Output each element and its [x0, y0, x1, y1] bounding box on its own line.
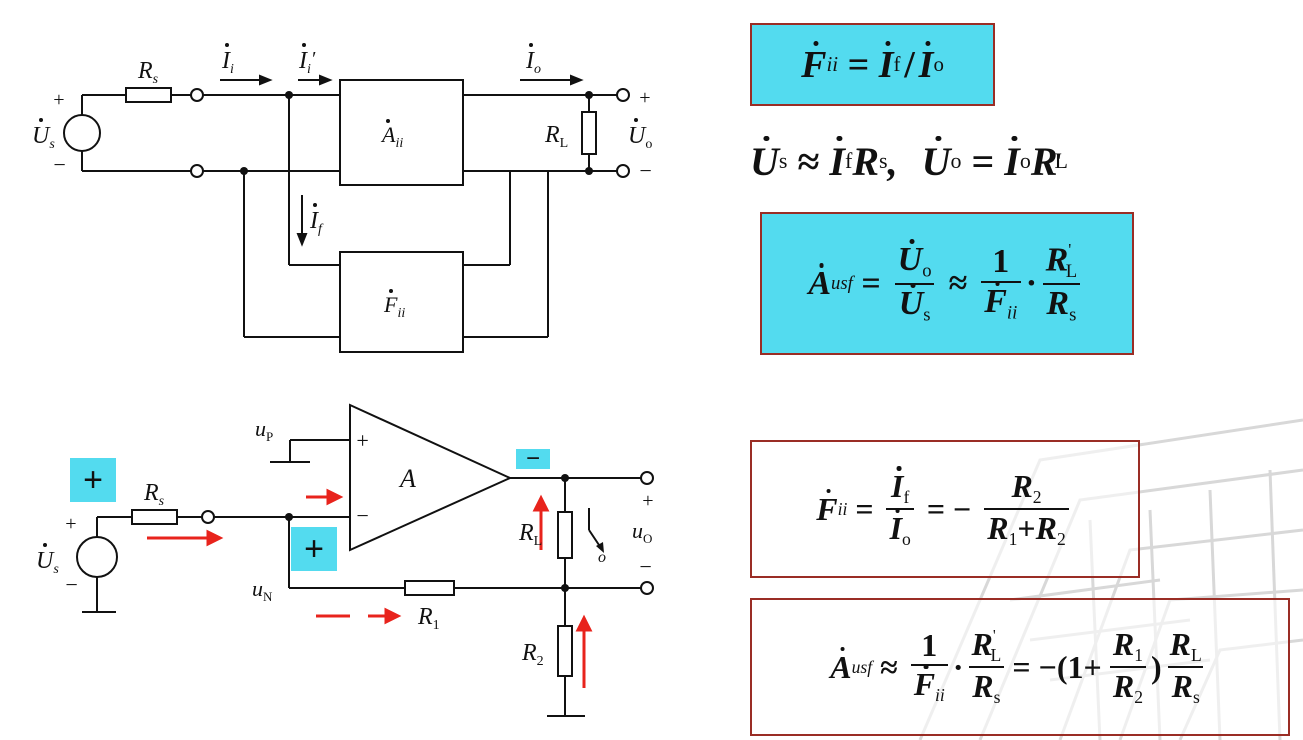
top-feedback-circuit: Rs Ii Ii′ Io Us + − Aii If Fii RL Uo + − — [32, 43, 653, 353]
uo-plus: + — [641, 490, 655, 512]
ii-label: Ii — [221, 48, 234, 77]
rl-label: RL — [544, 122, 568, 151]
rl-label: RL — [518, 520, 542, 549]
uo-label: uO — [632, 518, 652, 546]
bottom-opamp-circuit: uP + − A Rs Us + − uN R1 R2 RL o + uO − — [36, 403, 655, 717]
uo-minus: − — [638, 158, 653, 183]
fii-label: Fii — [383, 292, 405, 321]
us-minus: − — [52, 152, 67, 177]
us-label: Us — [36, 548, 59, 577]
un-label: uN — [252, 576, 273, 604]
amp-minus: − — [355, 503, 370, 528]
aii-label: Aii — [380, 122, 403, 151]
amp-plus: + — [355, 428, 370, 453]
uo-minus: − — [638, 554, 653, 579]
iip-label: Ii′ — [298, 48, 316, 77]
rs-label: Rs — [143, 480, 165, 509]
us-plus: + — [52, 89, 66, 111]
us-plus: + — [64, 513, 78, 535]
us-label: Us — [32, 123, 55, 152]
io-label: Io — [525, 48, 541, 77]
uo-plus: + — [638, 87, 652, 109]
io-sub-label: o — [598, 549, 606, 566]
if-label: If — [309, 208, 324, 237]
us-minus: − — [64, 572, 79, 597]
node-plus-marker: + — [291, 527, 337, 571]
up-label: uP — [255, 416, 273, 444]
r1-label: R1 — [417, 604, 440, 633]
uo-label: Uo — [628, 123, 652, 152]
output-minus-marker: − — [516, 445, 550, 472]
input-plus-marker: + — [70, 458, 116, 502]
amp-label: A — [398, 464, 416, 493]
r2-label: R2 — [521, 640, 544, 669]
rs-label: Rs — [137, 58, 159, 87]
